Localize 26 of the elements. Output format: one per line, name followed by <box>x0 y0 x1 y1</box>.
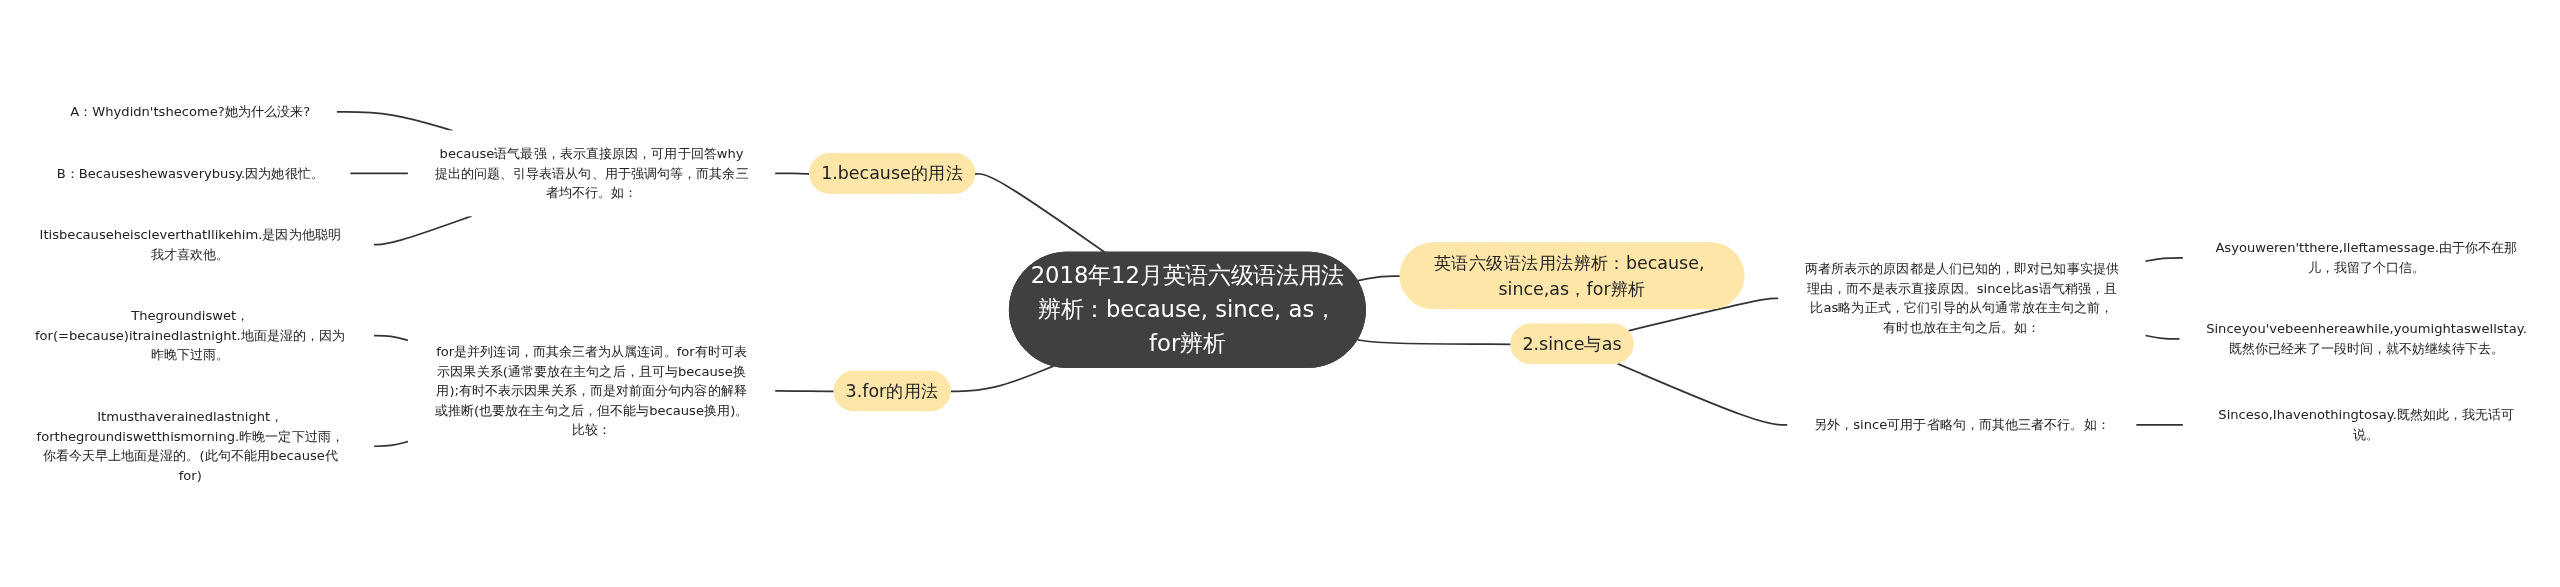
connector <box>2144 334 2181 340</box>
node-text: A：Whydidn'tshecome?她为什么没来? <box>70 103 311 120</box>
connector <box>349 172 410 174</box>
connector <box>773 389 836 392</box>
node-text: Thegroundiswet，for(=because)itrainedlastnight.地面是湿的，因为昨晚下过雨。 <box>34 307 346 363</box>
connector <box>1616 362 1789 426</box>
connector <box>372 214 473 246</box>
node-text: for是并列连词，而其余三者为从属连词。for有时可表示因果关系(通常要放在主句之后，且可与because换用);有时不表示因果关系，而是对前面分句内容的解释或推断(也要放在主句之后，但不能与because换用)。比较： <box>434 343 749 438</box>
node-text: Asyouweren'tthere,Ileftamessage.由于你不在那儿，我留了个口信。 <box>2215 239 2518 275</box>
connector <box>1627 297 1780 332</box>
connector <box>949 364 1055 392</box>
node-text: 另外，since可用于省略句，而其他三者不行。如： <box>1813 416 2110 433</box>
node-text: B：Becauseshewasverybusy.因为她很忙。 <box>56 165 324 181</box>
connector <box>2144 256 2185 262</box>
node-text: Sinceso,Ihavenothingtosay.既然如此，我无话可说。 <box>2218 406 2515 443</box>
node-text: Sinceyou'vebeenhereawhile,youmightaswellstay.既然你已经来了一段时间，就不妨继续待下去。 <box>2206 320 2527 357</box>
connector <box>372 440 410 447</box>
node-text: because语气最强，表示直接原因，可用于回答why提出的问题、引导表语从句、用于强调句等，而其余三者均不行。如： <box>434 145 749 201</box>
connector <box>1356 338 1513 345</box>
connector <box>1356 274 1402 282</box>
connector <box>773 172 811 175</box>
connector <box>2135 423 2185 426</box>
node-text: ItisbecauseheiscleverthatIlikehim.是因为他聪明我才喜欢他。 <box>39 226 341 262</box>
connector <box>372 334 410 342</box>
node-text: 两者所表示的原因都是人们已知的，即对已知事实提供理由，而不是表示直接原因。since比as语气稍强，且比as略为正式，它们引导的从句通常放在主句之前，有时也放在主句之后。如： <box>1804 260 2119 336</box>
node-text: Itmusthaverainedlastnight，forthegroundiswetthismorning.昨晚一定下过雨，你看今天早上地面是湿的。(此句不能用because代for) <box>36 408 344 484</box>
